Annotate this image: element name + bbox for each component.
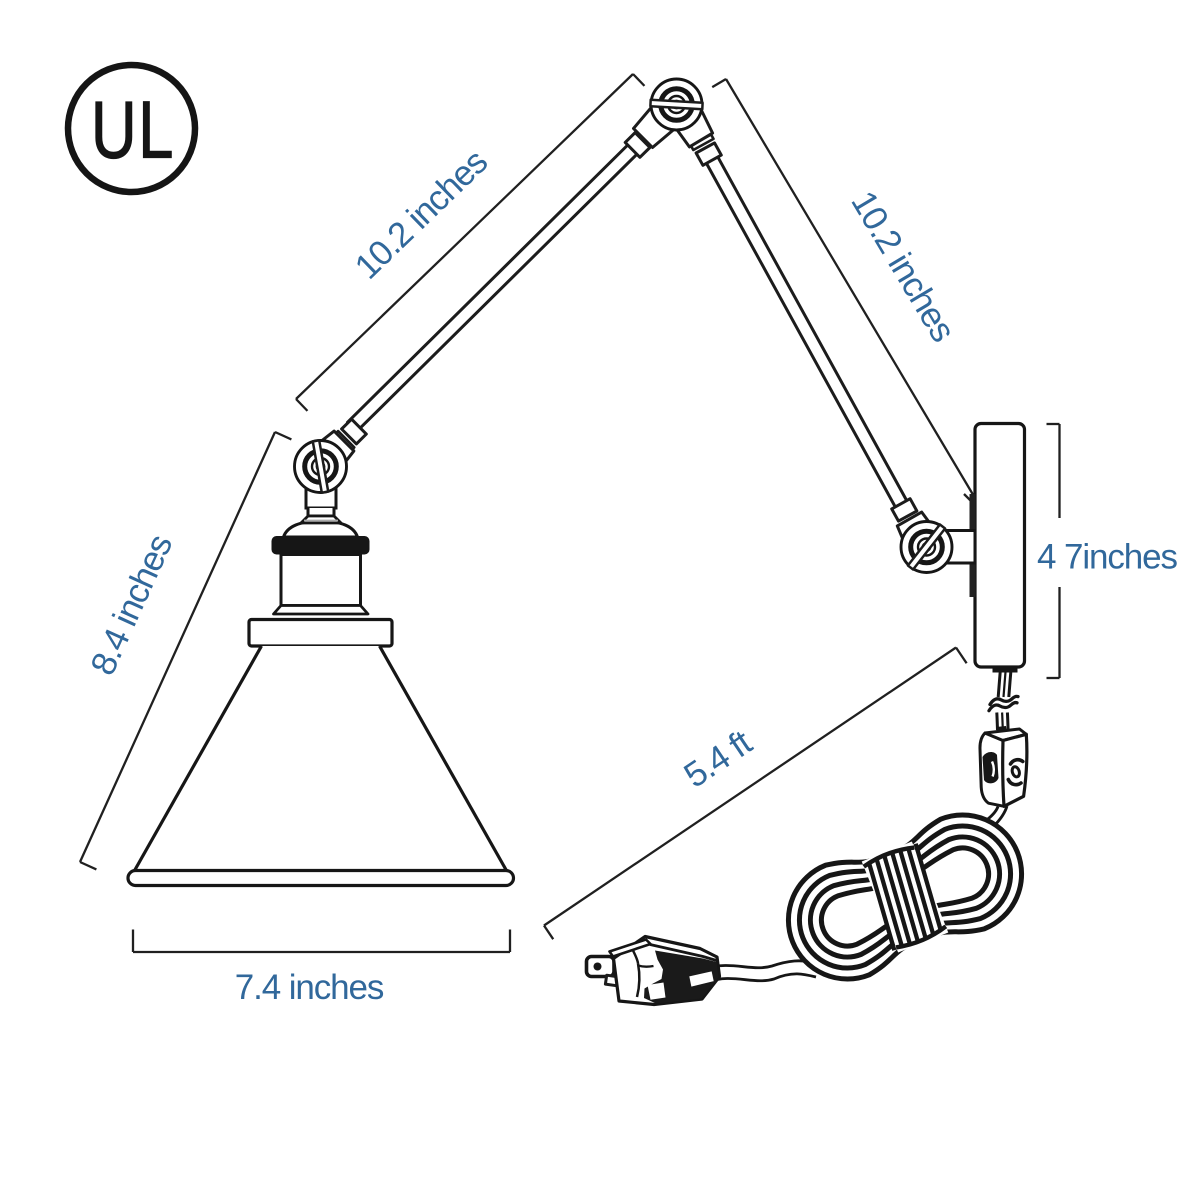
- svg-text:7.4 inches: 7.4 inches: [235, 968, 384, 1007]
- svg-text:4 7inches: 4 7inches: [1037, 538, 1178, 577]
- svg-text:UL: UL: [91, 85, 175, 175]
